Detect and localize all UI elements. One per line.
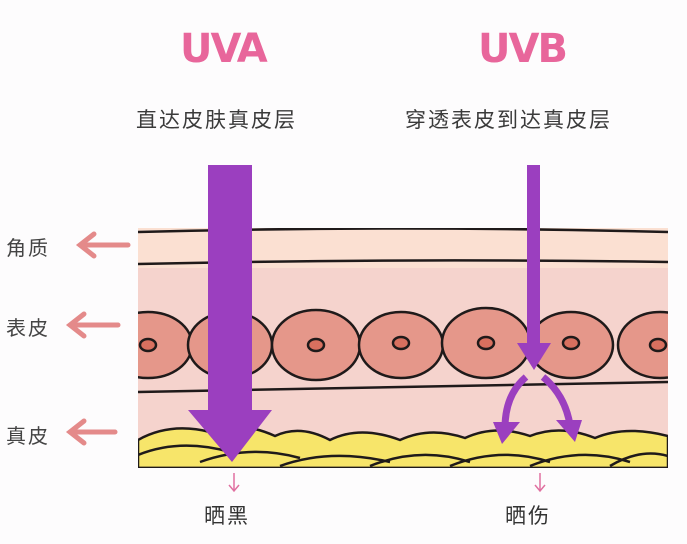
uvb-title: UVB [478, 26, 568, 72]
uvb-arrow [493, 165, 582, 444]
uva-description: 直达皮肤真皮层 [136, 108, 297, 132]
uva-arrow [188, 165, 272, 462]
uva-effect: 晒黑 [204, 504, 250, 528]
arrow-down-icon [228, 473, 240, 493]
cell-nuclei [138, 335, 668, 353]
uvb-effect: 晒伤 [505, 504, 551, 528]
arrow-down-icon [534, 473, 546, 493]
uvb-description: 穿透表皮到达真皮层 [405, 108, 612, 132]
arrow-left-icon [65, 311, 121, 339]
arrow-left-icon [75, 231, 131, 259]
cell [616, 310, 668, 380]
effect-pointer-arrows [228, 473, 546, 493]
dermis-fat-layer [138, 425, 668, 468]
layer-label-epidermis: 表皮 [6, 316, 50, 340]
layer-pointer-arrows [65, 231, 131, 446]
layer-label-stratum-corneum: 角质 [6, 236, 50, 260]
uva-title: UVA [180, 26, 268, 72]
layer-label-dermis: 真皮 [6, 424, 50, 448]
arrow-left-icon [65, 418, 118, 446]
